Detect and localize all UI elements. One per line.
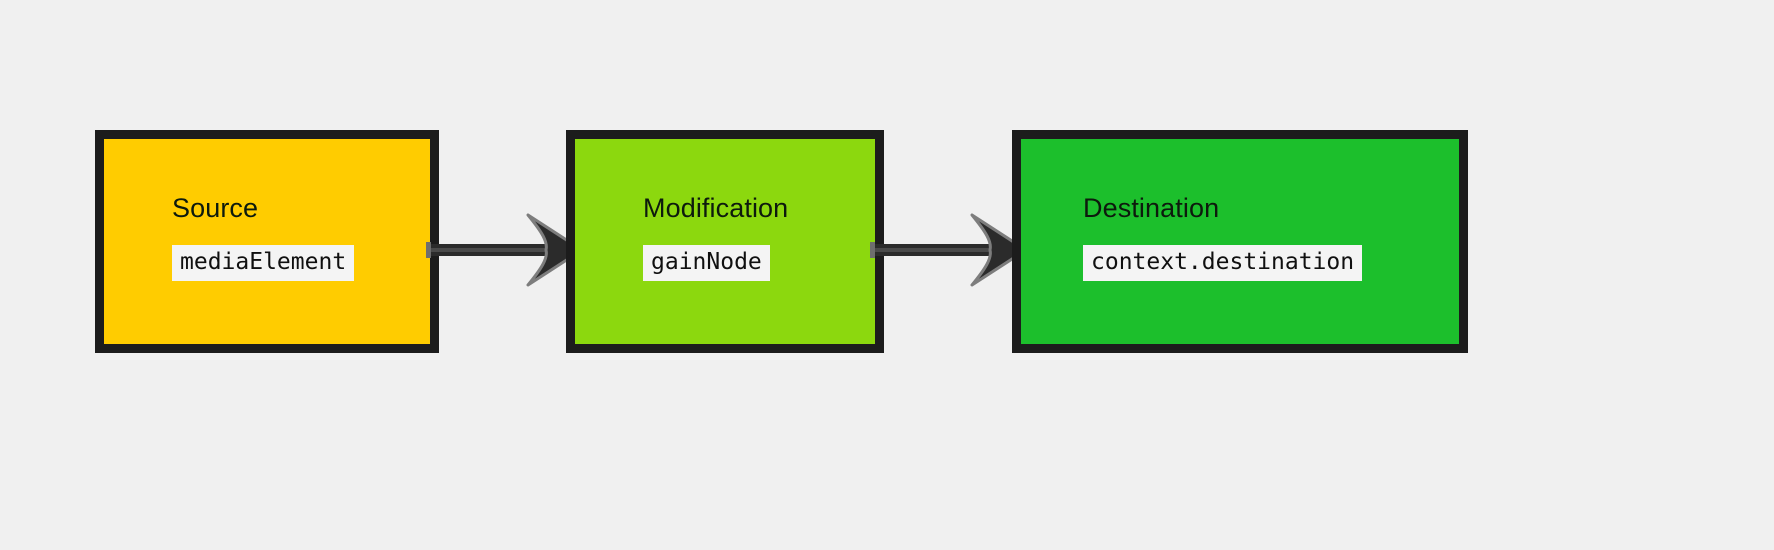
arrow-shaft-icon (426, 242, 549, 258)
diagram-node-destination[interactable]: Destination context.destination (1012, 130, 1468, 353)
node-title-destination: Destination (1083, 193, 1220, 223)
edge-source-to-modification (426, 213, 584, 287)
diagram-node-modification[interactable]: Modification gainNode (566, 130, 884, 353)
diagram-node-source[interactable]: Source mediaElement (95, 130, 439, 353)
node-code-source: mediaElement (172, 245, 355, 281)
node-title-modification: Modification (643, 193, 789, 223)
arrow-shaft-icon (870, 242, 993, 258)
node-code-destination: context.destination (1083, 245, 1363, 281)
node-code-modification: gainNode (643, 245, 770, 281)
edge-modification-to-destination (870, 213, 1028, 287)
node-title-source: Source (172, 193, 259, 223)
